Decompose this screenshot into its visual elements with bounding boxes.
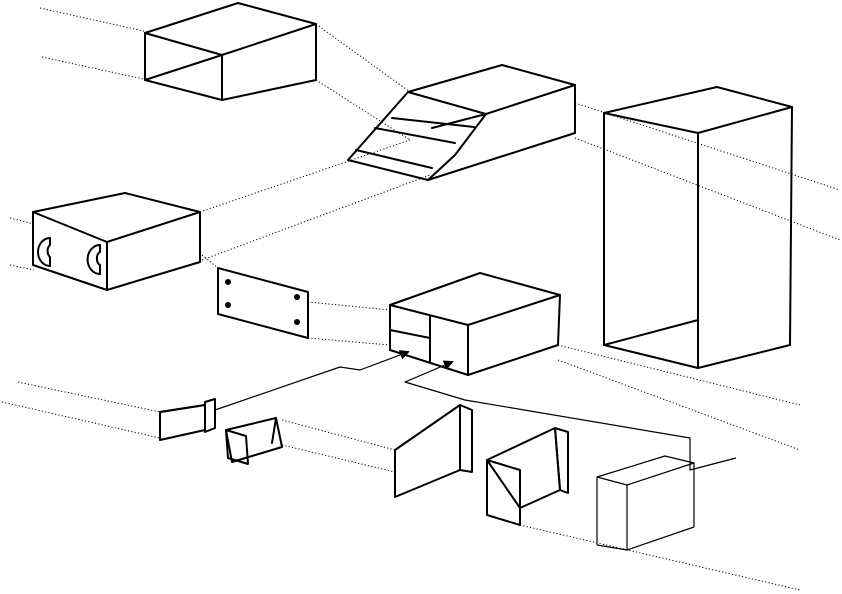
hole <box>225 279 231 285</box>
guide-line <box>17 381 161 413</box>
guide-line <box>201 254 219 269</box>
transition-reducer <box>347 64 576 181</box>
guide-line <box>41 56 149 81</box>
hole <box>294 294 300 300</box>
guide-line <box>574 102 841 191</box>
guide-line <box>9 217 35 225</box>
guide-line <box>281 444 396 473</box>
c-opening-left <box>37 237 51 267</box>
connector-arrows <box>214 350 737 471</box>
guide-line <box>557 344 801 406</box>
guide-line <box>557 359 801 451</box>
small-bracket-right <box>225 417 283 465</box>
guide-line <box>201 174 431 261</box>
hole <box>225 302 231 308</box>
c-opening-right <box>86 244 101 275</box>
guide-line <box>9 264 35 271</box>
arrow-line-left <box>214 350 410 411</box>
arrow-line-right <box>404 360 737 471</box>
small-bracket-left <box>159 398 216 441</box>
guide-line <box>39 7 149 33</box>
guide-line <box>315 79 411 141</box>
assembly-guide-lines <box>1 7 841 591</box>
tall-enclosure <box>603 86 793 369</box>
guide-line <box>574 137 841 241</box>
guide-line <box>307 337 391 346</box>
guide-line <box>281 419 396 451</box>
box-with-c-openings <box>32 192 201 291</box>
frame-panel <box>486 427 569 526</box>
guide-line <box>1 401 161 439</box>
split-front-box <box>389 272 561 376</box>
open-duct-box <box>144 2 317 101</box>
hole <box>294 319 300 325</box>
flat-panel-with-holes <box>217 267 309 339</box>
guide-line <box>519 524 801 591</box>
guide-line <box>307 301 391 311</box>
guide-line <box>199 139 411 213</box>
small-cube <box>596 455 695 551</box>
large-angle-panel <box>394 404 473 498</box>
guide-line <box>315 23 411 93</box>
